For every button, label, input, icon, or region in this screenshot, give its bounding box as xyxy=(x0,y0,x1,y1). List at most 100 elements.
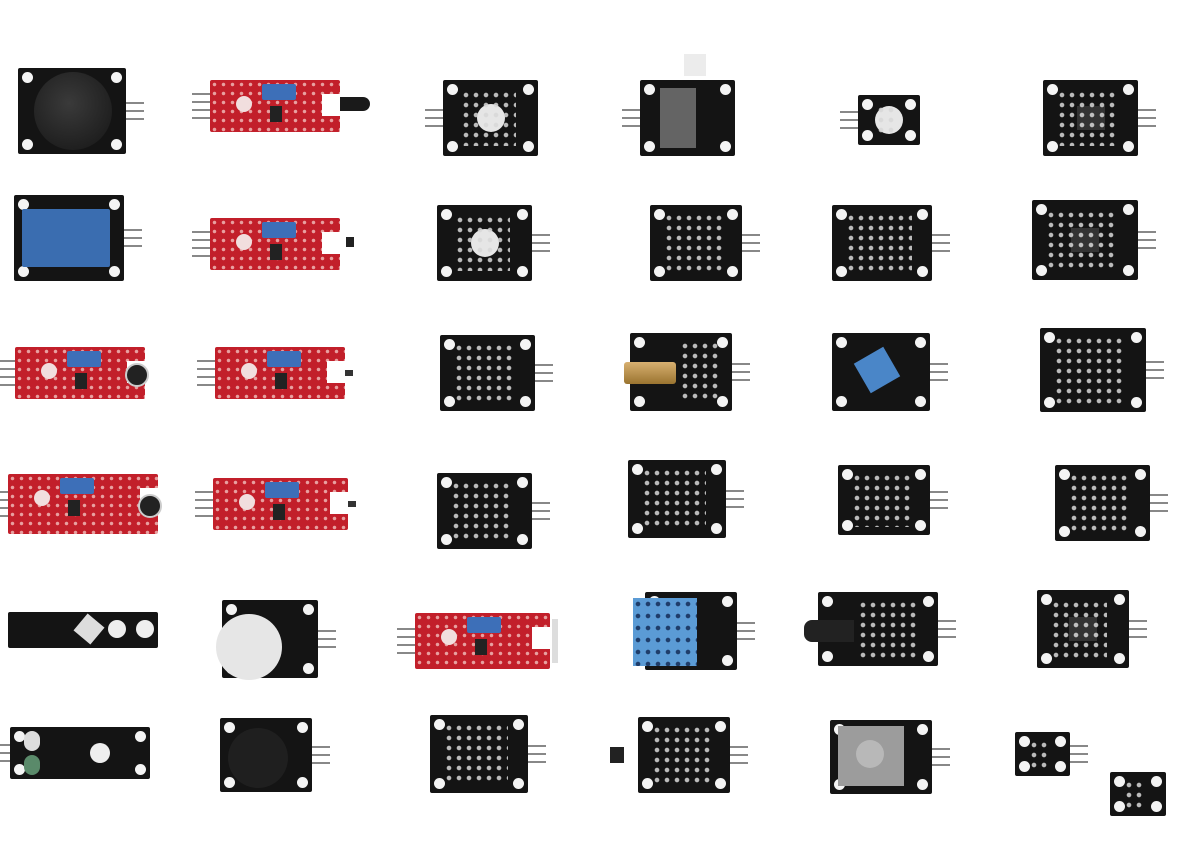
mount-hole xyxy=(513,719,524,730)
header-pins xyxy=(0,474,8,534)
pin xyxy=(932,242,950,244)
solder-pads xyxy=(451,481,512,541)
pin xyxy=(1070,761,1088,763)
pin xyxy=(938,628,956,630)
mount-hole xyxy=(642,778,653,789)
pin xyxy=(425,109,443,111)
header-pins xyxy=(622,80,640,156)
led xyxy=(441,629,457,645)
pin xyxy=(312,762,330,764)
solder-pads xyxy=(454,343,515,403)
temperature-18b20-module xyxy=(840,95,920,145)
potentiometer xyxy=(262,222,296,238)
pin xyxy=(197,376,215,378)
mount-hole xyxy=(727,266,738,277)
pin xyxy=(737,622,755,624)
pin xyxy=(397,644,415,646)
mount-hole xyxy=(1019,761,1030,772)
mount-hole xyxy=(444,396,455,407)
pot-knob xyxy=(856,740,884,768)
temp-sensor-smd-module xyxy=(610,717,748,793)
pin xyxy=(535,380,553,382)
active-buzzer-module xyxy=(220,718,330,792)
two-color-led-module xyxy=(650,205,760,281)
mount-hole xyxy=(303,604,314,615)
mount-hole xyxy=(842,520,853,531)
pin xyxy=(732,363,750,365)
mount-hole xyxy=(836,337,847,348)
pin xyxy=(1138,239,1156,241)
pin xyxy=(1138,109,1156,111)
pin xyxy=(730,754,748,756)
mount-hole xyxy=(722,596,733,607)
pin xyxy=(1070,745,1088,747)
mount-hole xyxy=(1036,265,1047,276)
header-pins xyxy=(730,717,748,793)
mount-hole xyxy=(1135,526,1146,537)
mount-hole xyxy=(862,130,873,141)
pin xyxy=(1146,377,1164,379)
pin xyxy=(930,379,948,381)
mount-hole xyxy=(441,266,452,277)
pin xyxy=(532,242,550,244)
solder-pads xyxy=(664,213,722,273)
mount-hole xyxy=(434,719,445,730)
mount-hole xyxy=(717,396,728,407)
cup-top xyxy=(684,54,706,76)
ir-pair xyxy=(73,613,105,645)
joystick-module xyxy=(18,68,144,154)
pin xyxy=(0,760,10,762)
mount-hole xyxy=(517,266,528,277)
pin xyxy=(622,125,640,127)
pin xyxy=(397,636,415,638)
pin xyxy=(1138,125,1156,127)
microphone xyxy=(138,494,162,518)
pin xyxy=(1129,620,1147,622)
pin xyxy=(0,499,8,501)
relay-block xyxy=(22,209,110,267)
pin xyxy=(1150,494,1168,496)
temp-chip xyxy=(610,747,624,763)
header-pins xyxy=(932,205,950,281)
pin xyxy=(528,753,546,755)
pin xyxy=(192,93,210,95)
ic-chip xyxy=(275,373,287,389)
ir-emitter-module xyxy=(1055,465,1168,541)
pin xyxy=(930,363,948,365)
mini-reed-module xyxy=(832,205,950,281)
pin xyxy=(0,744,10,746)
pin xyxy=(192,255,210,257)
header-pins xyxy=(195,478,213,530)
linear-hall-module xyxy=(192,218,354,270)
passive-buzzer-module xyxy=(216,600,336,680)
mount-hole xyxy=(644,84,655,95)
ball-switch-module xyxy=(437,473,550,549)
mount-hole xyxy=(915,337,926,348)
mount-hole xyxy=(1151,801,1162,812)
mount-hole xyxy=(447,84,458,95)
pin xyxy=(737,638,755,640)
mount-hole xyxy=(654,266,665,277)
pin xyxy=(1138,117,1156,119)
sensor-tip xyxy=(345,370,353,376)
flame-diode xyxy=(340,97,370,111)
mount-hole xyxy=(224,777,235,788)
pin xyxy=(0,384,15,386)
notch xyxy=(532,627,550,649)
pin xyxy=(1129,636,1147,638)
pin xyxy=(124,237,142,239)
pin xyxy=(532,502,550,504)
pin xyxy=(938,620,956,622)
header-pins xyxy=(197,347,215,399)
pin xyxy=(195,515,213,517)
light-cup-module xyxy=(622,54,735,156)
mount-hole xyxy=(1114,776,1125,787)
potentiometer xyxy=(60,478,94,494)
rotary-pot-module xyxy=(830,720,950,794)
mount-hole xyxy=(822,651,833,662)
ic-chip xyxy=(270,106,282,122)
jack-socket xyxy=(804,620,854,642)
mount-hole xyxy=(632,464,643,475)
mount-hole xyxy=(642,721,653,732)
mount-hole xyxy=(520,396,531,407)
